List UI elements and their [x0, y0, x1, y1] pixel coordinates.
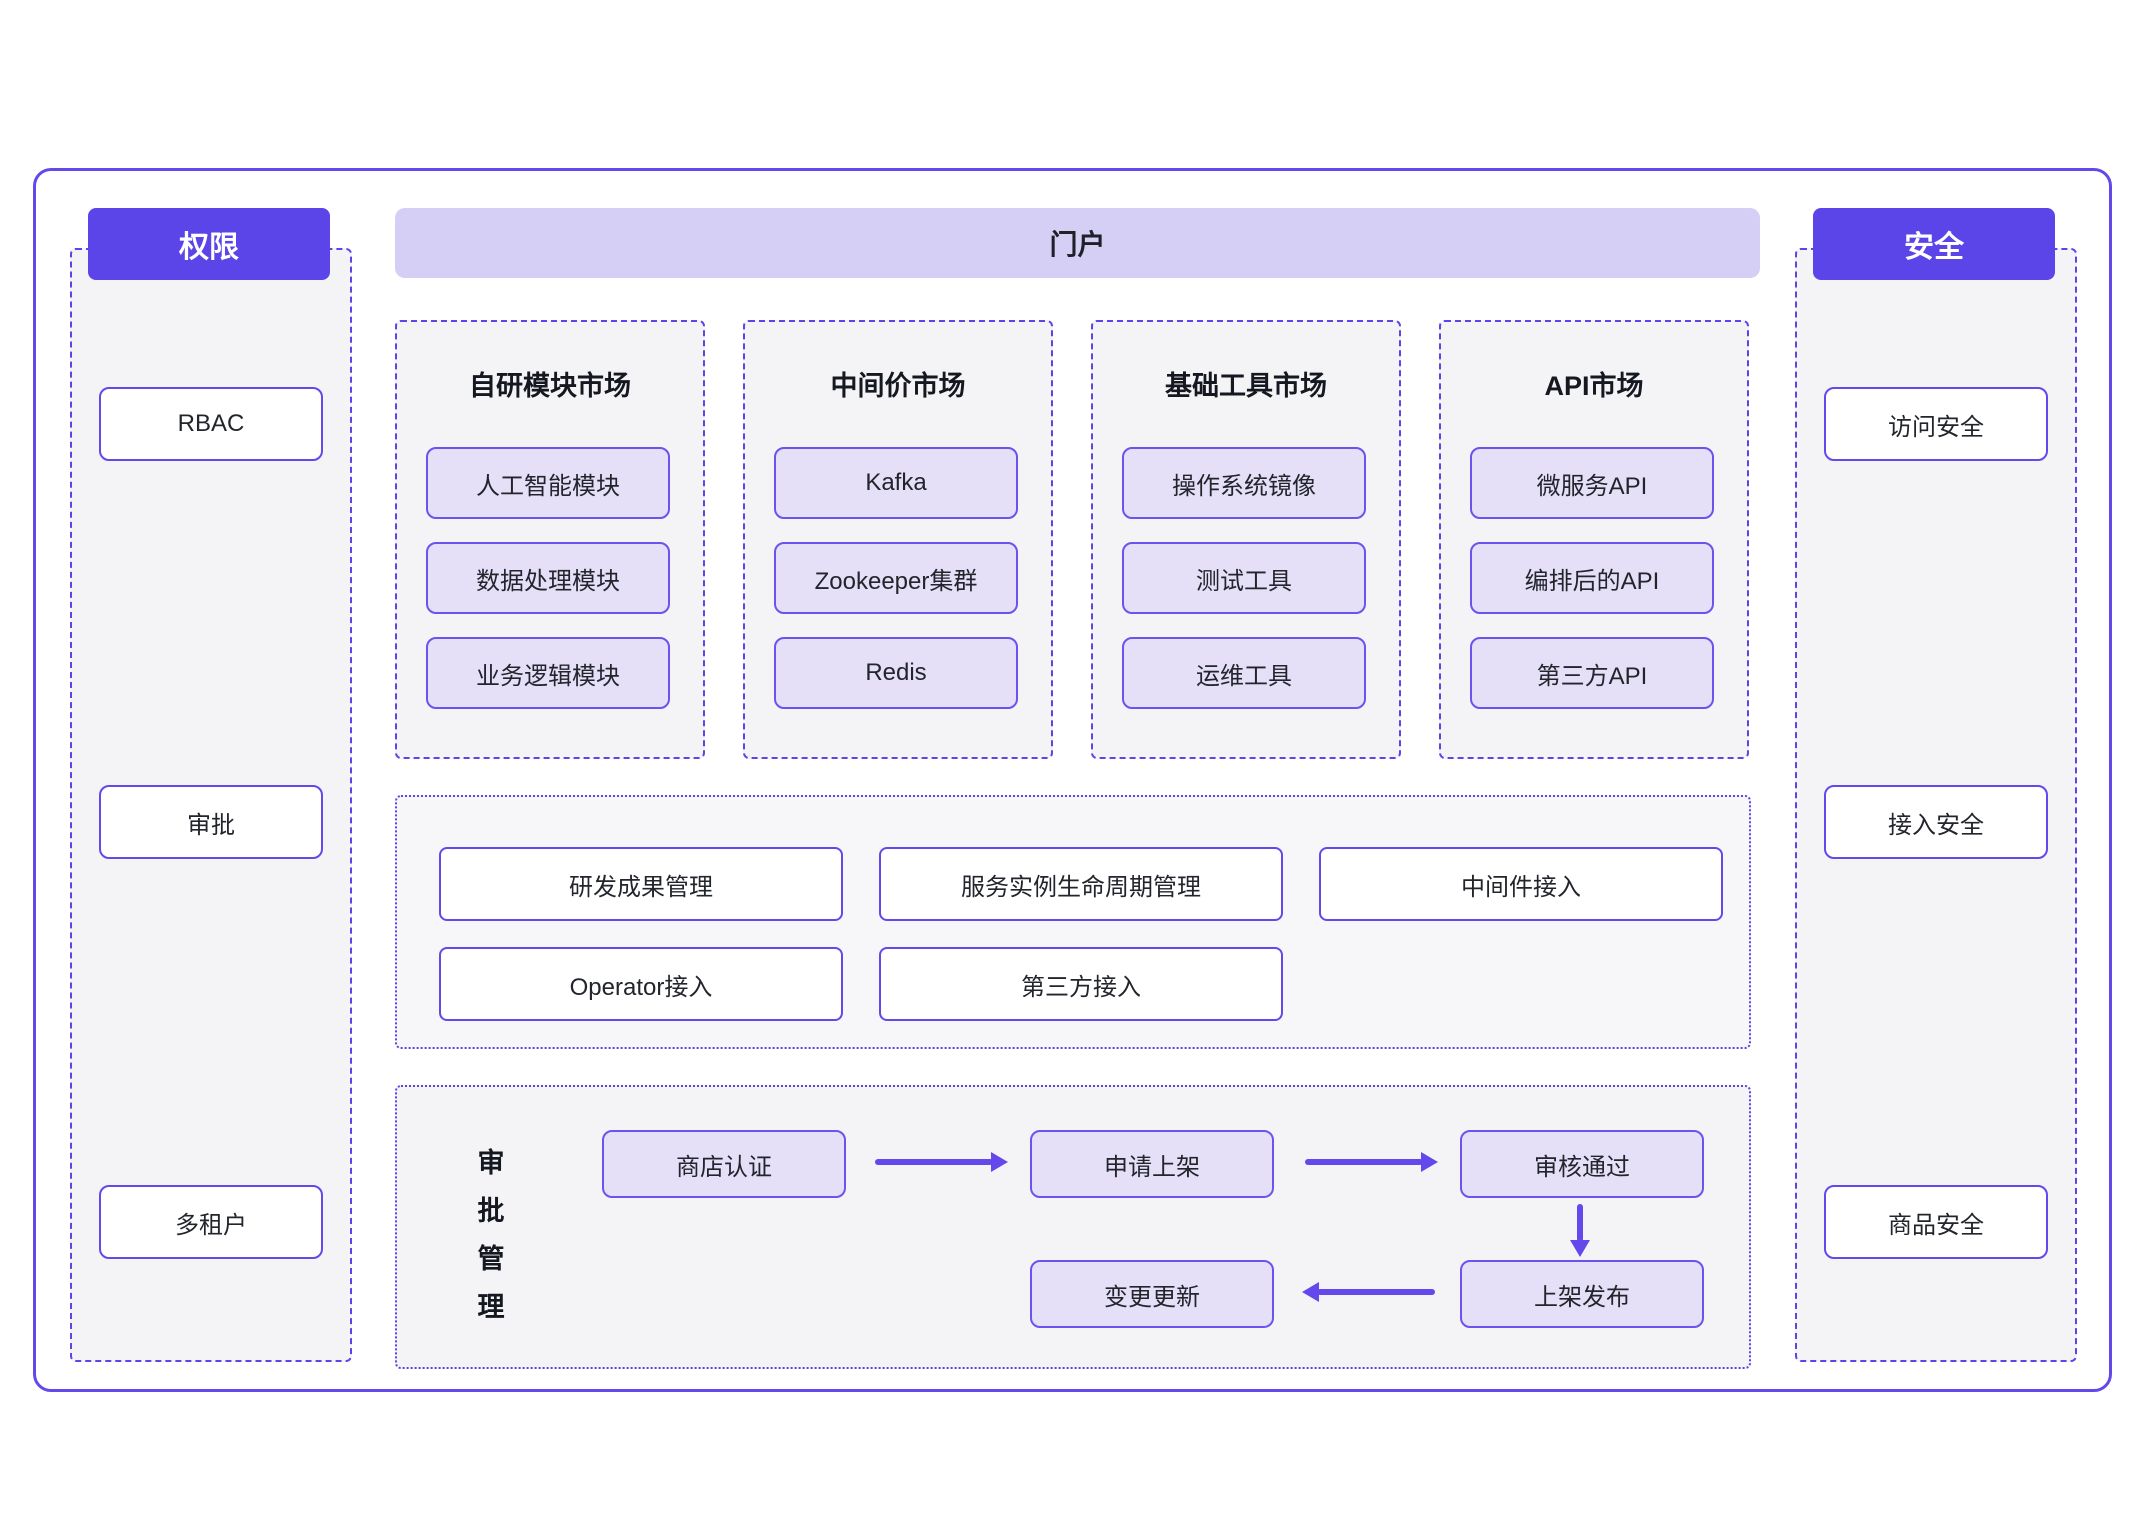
- market-item: 第三方API: [1470, 637, 1714, 709]
- approval-flow-section: 审批管理 商店认证 申请上架 审核通过 上架发布 变更更新: [395, 1085, 1751, 1369]
- mgmt-box-operator-access: Operator接入: [439, 947, 843, 1021]
- market-api: API市场 微服务API 编排后的API 第三方API: [1439, 320, 1749, 759]
- arrow-right-icon: [875, 1159, 993, 1165]
- arrow-down-icon: [1577, 1204, 1583, 1242]
- market-item: 操作系统镜像: [1122, 447, 1366, 519]
- security-item-product: 商品安全: [1824, 1185, 2048, 1259]
- mgmt-box-rnd-results: 研发成果管理: [439, 847, 843, 921]
- market-item: 业务逻辑模块: [426, 637, 670, 709]
- approval-flow-label: 审批管理: [477, 1148, 505, 1322]
- market-item: 编排后的API: [1470, 542, 1714, 614]
- market-item: 测试工具: [1122, 542, 1366, 614]
- security-header: 安全: [1813, 208, 2055, 280]
- arrow-left-icon: [1317, 1289, 1435, 1295]
- security-item-access: 访问安全: [1824, 387, 2048, 461]
- market-self-developed: 自研模块市场 人工智能模块 数据处理模块 业务逻辑模块: [395, 320, 705, 759]
- portal-header: 门户: [395, 208, 1760, 278]
- market-item: 数据处理模块: [426, 542, 670, 614]
- market-item: Zookeeper集群: [774, 542, 1018, 614]
- mgmt-box-thirdparty-access: 第三方接入: [879, 947, 1283, 1021]
- flow-step-apply-listing: 申请上架: [1030, 1130, 1274, 1198]
- market-basic-tools: 基础工具市场 操作系统镜像 测试工具 运维工具: [1091, 320, 1401, 759]
- market-title: 中间价市场: [830, 371, 966, 401]
- security-item-integration: 接入安全: [1824, 785, 2048, 859]
- market-item: 运维工具: [1122, 637, 1366, 709]
- market-item: Kafka: [774, 447, 1018, 519]
- market-item: 人工智能模块: [426, 447, 670, 519]
- market-title: 基础工具市场: [1165, 371, 1327, 401]
- flow-step-store-certification: 商店认证: [602, 1130, 846, 1198]
- flow-step-change-update: 变更更新: [1030, 1260, 1274, 1328]
- permissions-item-rbac: RBAC: [99, 387, 323, 461]
- arrow-right-icon: [1305, 1159, 1423, 1165]
- management-section: 研发成果管理 服务实例生命周期管理 中间件接入 Operator接入 第三方接入: [395, 795, 1751, 1049]
- mgmt-box-service-lifecycle: 服务实例生命周期管理: [879, 847, 1283, 921]
- mgmt-box-middleware-access: 中间件接入: [1319, 847, 1723, 921]
- market-title: API市场: [1544, 371, 1644, 401]
- permissions-item-multitenant: 多租户: [99, 1185, 323, 1259]
- permissions-item-approval: 审批: [99, 785, 323, 859]
- market-title: 自研模块市场: [469, 371, 631, 401]
- market-item: 微服务API: [1470, 447, 1714, 519]
- permissions-header: 权限: [88, 208, 330, 280]
- flow-step-review-passed: 审核通过: [1460, 1130, 1704, 1198]
- flow-step-publish: 上架发布: [1460, 1260, 1704, 1328]
- market-item: Redis: [774, 637, 1018, 709]
- market-middleware: 中间价市场 Kafka Zookeeper集群 Redis: [743, 320, 1053, 759]
